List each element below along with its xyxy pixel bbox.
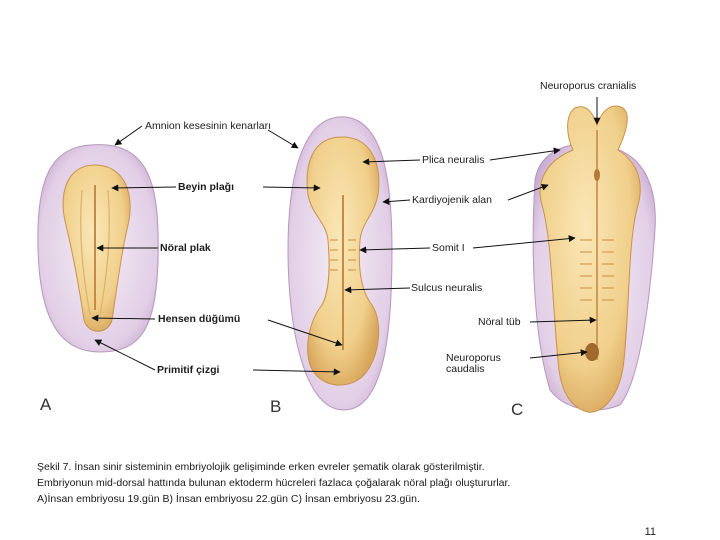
arrow-somit-c	[472, 235, 576, 249]
cranial-neuropore-c	[594, 169, 600, 181]
neural-fold-a-right	[99, 189, 110, 316]
panel-label-a: A	[40, 395, 52, 414]
label-amnion: Amnion kesesinin kenarları	[145, 120, 272, 132]
arrow-amnion-a	[114, 125, 143, 146]
caudal-neuropore-c	[585, 343, 599, 361]
label-neuroporus-caudalis-2: caudalis	[446, 363, 485, 375]
label-plica-neuralis: Plica neuralis	[422, 154, 485, 166]
embryo-b	[287, 116, 393, 411]
somites-b	[330, 239, 356, 271]
arrow-beyin-a	[111, 184, 177, 192]
arrow-primitif-a	[94, 339, 156, 371]
panel-label-b: B	[270, 397, 282, 416]
figure-caption: Şekil 7. İnsan sinir sisteminin embriyol…	[37, 459, 662, 507]
caption-line-1: Şekil 7. İnsan sinir sisteminin embriyol…	[37, 461, 485, 473]
label-neuroporus-cranialis: Neuroporus cranialis	[540, 80, 637, 92]
leader-lines	[91, 97, 601, 376]
label-beyin-plagi: Beyin plağı	[178, 181, 235, 193]
arrow-sulcus	[344, 286, 411, 294]
neural-fold-a-left	[80, 189, 91, 316]
arrow-primitif-b	[252, 368, 341, 376]
arrow-plica-c	[489, 147, 561, 161]
label-sulcus: Sulcus neuralis	[411, 282, 483, 294]
somites-c	[580, 239, 614, 301]
arrow-kardiyojenik	[382, 198, 411, 206]
arrow-hensen-b	[267, 319, 343, 347]
caption-line-2: Embriyonun mid-dorsal hattında bulunan e…	[37, 477, 511, 489]
arrow-somit-b	[359, 246, 431, 254]
label-hensen: Hensen düğümü	[158, 313, 241, 325]
label-noral-tub: Nöral tüb	[478, 316, 521, 328]
label-kardiyojenik: Kardiyojenik alan	[412, 194, 492, 206]
arrow-hensen-a	[91, 314, 156, 322]
arrow-plica	[362, 158, 421, 166]
label-somit: Somit I	[432, 242, 465, 254]
caption-line-3: A)İnsan embriyosu 19.gün B) İnsan embriy…	[37, 493, 420, 505]
arrow-caudalis	[529, 349, 588, 359]
arrow-beyin-b	[262, 184, 321, 192]
label-primitif: Primitif çizgi	[157, 364, 220, 376]
embryo-c	[532, 105, 656, 413]
arrow-noral-tub	[529, 316, 597, 324]
panel-label-c: C	[511, 400, 524, 419]
arrow-kardiyojenik-c	[507, 183, 549, 201]
label-noral-plak: Nöral plak	[160, 242, 211, 254]
embryo-c-body	[539, 105, 641, 413]
page-number: 11	[644, 526, 656, 538]
label-neuroporus-caudalis-1: Neuroporus	[446, 352, 501, 364]
arrow-amnion-b	[267, 129, 299, 149]
